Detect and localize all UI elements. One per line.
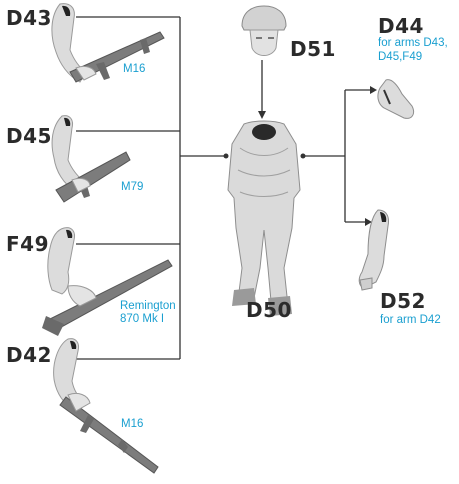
- label-d51: D51: [290, 37, 336, 61]
- label-d52: D52: [380, 289, 426, 313]
- d52-arm-figure: [358, 209, 389, 291]
- note-f49-weapon-line2: 870 Mk I: [120, 313, 165, 325]
- note-d44-line1: for arms D43,: [378, 37, 448, 49]
- label-f49: F49: [6, 232, 49, 256]
- d50-body-figure: [227, 120, 301, 316]
- d51-head-figure: [241, 5, 287, 56]
- note-d43-weapon: M16: [123, 63, 146, 75]
- d42-arm-figure: [53, 338, 159, 474]
- d43-arm-figure: [51, 3, 165, 83]
- note-d44-line2: D45,F49: [378, 51, 423, 63]
- label-d43: D43: [6, 6, 52, 30]
- note-d52: for arm D42: [380, 314, 441, 326]
- f49-arm-figure: [42, 227, 173, 336]
- label-d44: D44: [378, 14, 424, 38]
- d45-arm-figure: [51, 115, 131, 203]
- d44-hand-figure: [377, 79, 415, 119]
- note-d45-weapon: M79: [121, 181, 144, 193]
- note-d42-weapon: M16: [121, 418, 144, 430]
- label-d42: D42: [6, 343, 52, 367]
- label-d50: D50: [246, 298, 292, 322]
- note-f49-weapon-line1: Remington: [120, 300, 176, 312]
- label-d45: D45: [6, 124, 52, 148]
